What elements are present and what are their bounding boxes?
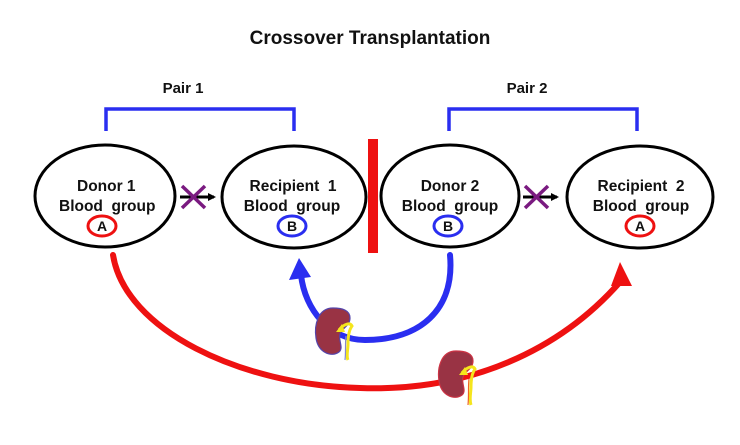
recipient-2-node: Recipient 2 Blood group A <box>565 144 715 250</box>
x-mark-icon <box>523 184 550 210</box>
donor-1-name: Donor 1 <box>77 178 136 195</box>
blocked-donation-pair-2 <box>523 184 559 210</box>
donor-2-node: Donor 2 Blood group B <box>379 143 521 249</box>
pair-2-bracket: Pair 2 <box>447 80 639 131</box>
donor-2-blood-label: Blood group <box>402 198 498 215</box>
exchange-arrow-donor2-to-recipient1 <box>289 252 454 344</box>
pair-2-bracket-line <box>447 107 639 131</box>
blood-group-b-circle <box>276 214 308 238</box>
donor-2-blood-group: B <box>443 218 453 234</box>
pair-separator-bar <box>368 139 378 253</box>
diagram-title: Crossover Transplantation <box>250 28 491 49</box>
pair-1-label: Pair 1 <box>163 80 204 97</box>
blood-group-a-circle <box>624 214 656 238</box>
recipient-1-name: Recipient 1 <box>250 178 337 195</box>
donor-1-blood-group: A <box>97 218 107 234</box>
recipient-1-blood-group: B <box>287 218 297 234</box>
recipient-2-name: Recipient 2 <box>598 178 685 195</box>
arrow-head-icon <box>289 258 311 280</box>
pair-1-bracket: Pair 1 <box>104 80 296 131</box>
x-mark-icon <box>180 184 207 210</box>
pair-2-label: Pair 2 <box>507 80 548 97</box>
blood-group-b-circle <box>432 214 464 238</box>
pair-1-bracket-line <box>104 107 296 131</box>
kidney-icon <box>314 307 354 361</box>
recipient-1-node: Recipient 1 Blood group B <box>220 144 368 250</box>
arrow-head-icon <box>611 262 632 286</box>
recipient-1-blood-label: Blood group <box>244 198 340 215</box>
recipient-2-blood-label: Blood group <box>593 198 689 215</box>
donor-1-node: Donor 1 Blood group A <box>33 143 177 249</box>
blocked-donation-pair-1 <box>180 184 216 210</box>
blood-group-a-circle <box>86 214 118 238</box>
recipient-2-blood-group: A <box>635 218 645 234</box>
donor-2-name: Donor 2 <box>421 178 480 195</box>
exchange-arrow-donor1-to-recipient2 <box>110 252 632 392</box>
donor-1-blood-label: Blood group <box>59 198 155 215</box>
kidney-icon <box>437 350 477 406</box>
